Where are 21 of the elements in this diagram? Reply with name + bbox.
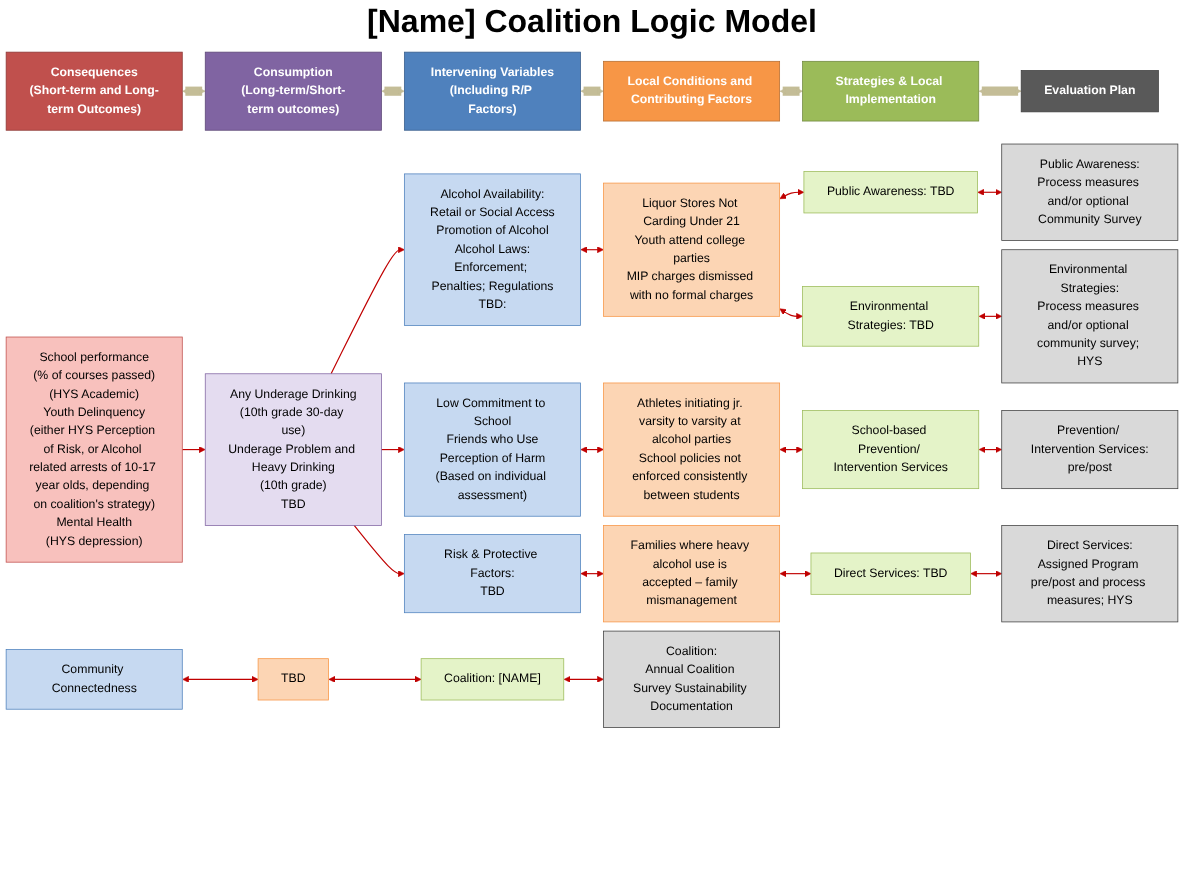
arrow [779, 570, 812, 578]
arrow [328, 675, 422, 683]
arrow [779, 308, 803, 320]
arrow [779, 188, 805, 200]
arrow [182, 86, 206, 96]
arrow [330, 246, 405, 375]
arrow [580, 246, 604, 254]
arrow [182, 675, 259, 683]
arrow [977, 188, 1003, 196]
arrow [353, 524, 405, 578]
diagram-title: [Name] Coalition Logic Model [367, 6, 817, 42]
arrow [978, 446, 1003, 453]
arrow [380, 446, 405, 453]
arrow [978, 312, 1003, 320]
arrow [779, 446, 803, 453]
arrow [580, 446, 604, 453]
arrow [978, 86, 1022, 96]
arrow [970, 570, 1003, 578]
arrow [563, 675, 604, 683]
arrow [181, 446, 206, 453]
arrow [580, 570, 604, 578]
